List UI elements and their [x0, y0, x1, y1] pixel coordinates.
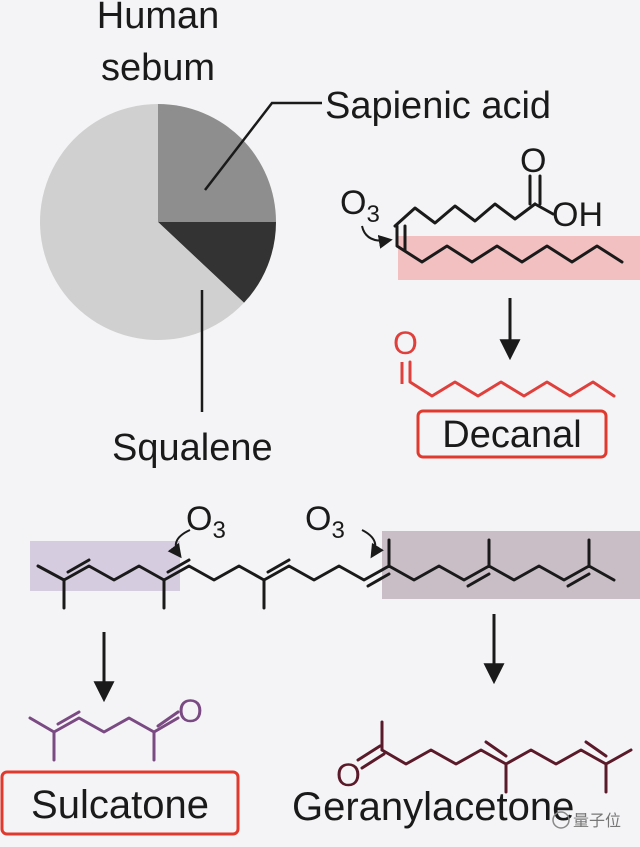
- pie-slice-squalene: [158, 222, 276, 303]
- watermark-logo-icon: [552, 811, 570, 829]
- title-line-2: sebum: [101, 47, 215, 89]
- sulcatone-oxygen-label: O: [178, 693, 203, 729]
- geranylacetone-structure: [356, 720, 633, 794]
- hydroxyl-label: OH: [552, 196, 603, 234]
- geranylacetone-oxygen-label: O: [336, 757, 361, 793]
- watermark-text: 量子位: [573, 811, 621, 830]
- squalene-double-bond-2: [166, 558, 191, 574]
- sapienic-acid-chain-upper: [393, 202, 537, 228]
- decanal-carbon-chain: [408, 360, 616, 398]
- pie-slice-sapienic-acid: [158, 104, 276, 222]
- sulcatone-label: Sulcatone: [31, 783, 209, 827]
- carbonyl-oxygen-label: O: [520, 142, 546, 180]
- decanal-label-box: [416, 409, 608, 459]
- sebum-pie-chart: [40, 104, 276, 340]
- geranylacetone-fragment-highlight: [382, 531, 640, 599]
- squalene-double-bond-4: [366, 572, 391, 588]
- decanal-fragment-highlight: [398, 236, 640, 280]
- sulcatone-label-box: [0, 770, 240, 836]
- squalene-double-bond-3: [266, 558, 291, 574]
- squalene-label: Squalene: [112, 427, 273, 469]
- sapienic-acid-chain-lower: [395, 224, 624, 264]
- ozone-label-top: O3: [340, 184, 380, 228]
- squalene-backbone: [36, 564, 616, 582]
- hydroxyl-bond: [533, 202, 555, 216]
- sulcatone-fragment-highlight: [30, 541, 180, 591]
- squalene-double-bond-1: [66, 558, 91, 574]
- sapienic-acid-label: Sapienic acid: [325, 85, 551, 127]
- ozone-attack-arrow-left: [167, 529, 191, 559]
- squalene-double-bond-6: [566, 572, 591, 588]
- ozone-attack-arrow-top: [361, 225, 393, 249]
- decanal-label: Decanal: [442, 414, 581, 456]
- ozone-label-right: O3: [305, 500, 345, 544]
- sulcatone-structure: [28, 710, 180, 762]
- geranylacetone-label: Geranylacetone: [292, 785, 574, 829]
- title-line-1: Human: [97, 0, 220, 37]
- squalene-double-bond-5: [466, 572, 491, 588]
- ozone-attack-arrow-right: [361, 529, 384, 559]
- ozone-label-left: O3: [186, 500, 226, 544]
- pie-slice-other: [40, 104, 244, 340]
- decanal-oxygen-label: O: [393, 325, 418, 361]
- sapienic-acid-leader-line: [204, 101, 322, 191]
